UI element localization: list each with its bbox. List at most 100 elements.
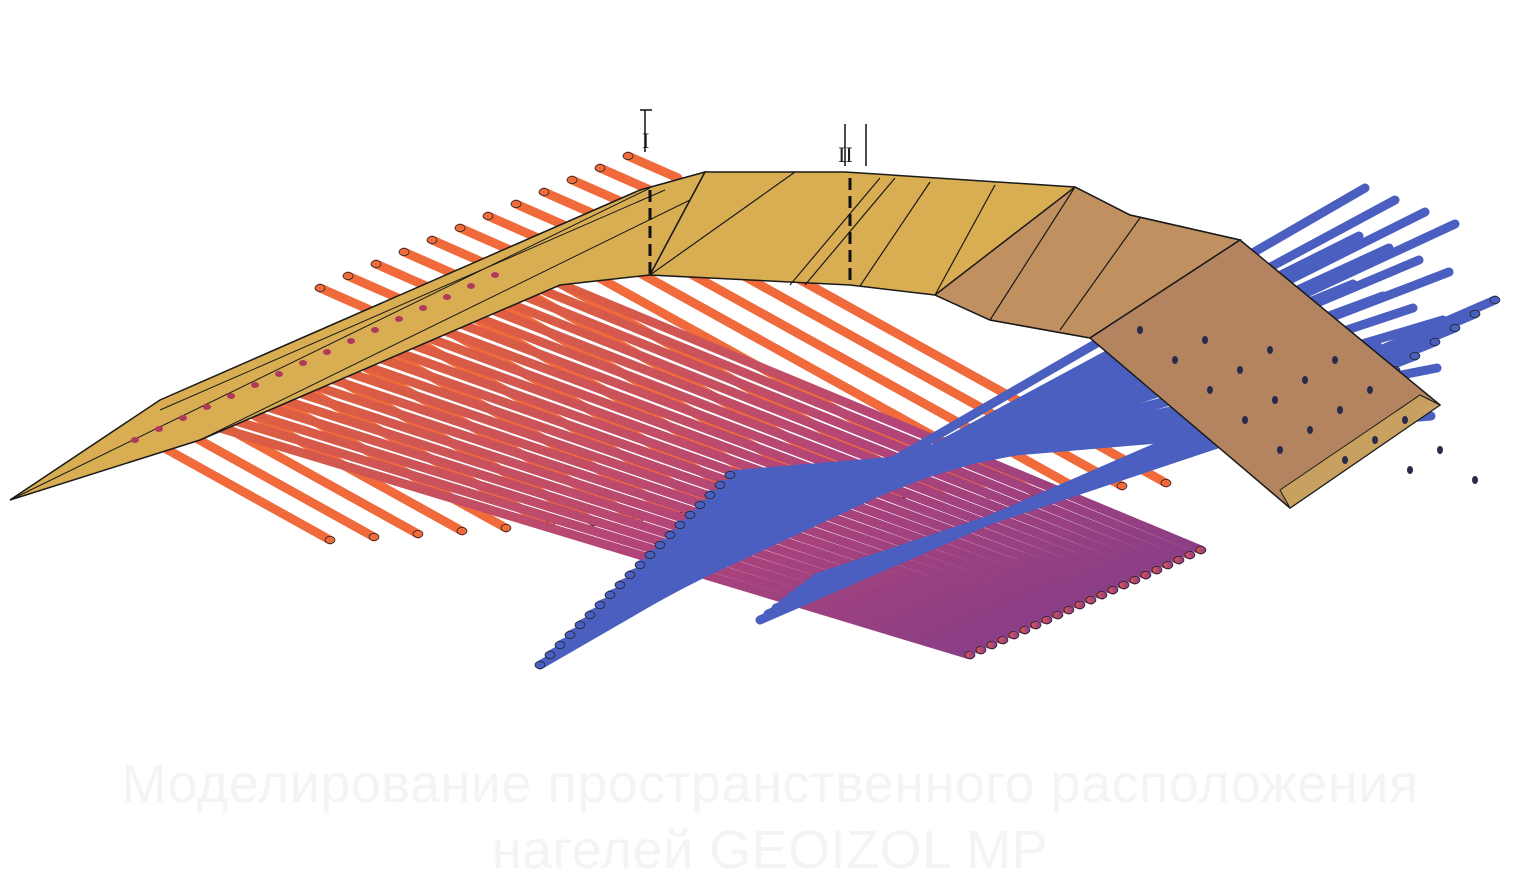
orange-stub-end xyxy=(314,283,326,292)
anchor-hole xyxy=(1202,336,1208,344)
anchor-hole xyxy=(1407,466,1413,474)
purple-rod-end xyxy=(1008,631,1020,640)
orange-rod-end xyxy=(1160,478,1172,487)
anchor-hole xyxy=(1277,446,1283,454)
anchor-hole xyxy=(203,404,211,410)
blue-rod-end xyxy=(634,561,646,570)
orange-rod-end xyxy=(412,530,424,539)
orange-stub-end xyxy=(370,259,382,268)
crest-division xyxy=(804,177,896,286)
crest-division xyxy=(859,181,931,287)
anchor-hole xyxy=(179,415,187,421)
orange-stub xyxy=(567,175,627,207)
purple-rod xyxy=(349,357,1074,615)
anchor-hole xyxy=(371,327,379,333)
purple-rod-end xyxy=(1195,546,1207,555)
blue-rod-end xyxy=(564,631,576,640)
orange-stub-end xyxy=(594,163,606,172)
blue-rod-lower-end xyxy=(1449,323,1461,332)
end-face-anchor-holes xyxy=(1137,326,1478,484)
blue-rod-end xyxy=(624,571,636,580)
blue-rod-end xyxy=(684,510,696,519)
anchor-hole xyxy=(1342,456,1348,464)
anchor-hole xyxy=(323,349,331,355)
orange-stub-end xyxy=(454,223,466,232)
purple-rod-end xyxy=(1030,621,1042,630)
blue-rod-end xyxy=(704,490,716,499)
purple-rod xyxy=(477,301,1162,575)
anchor-hole xyxy=(467,283,475,289)
anchor-hole xyxy=(1207,386,1213,394)
purple-rod-end xyxy=(1184,551,1196,560)
purple-rod-end xyxy=(997,636,1009,645)
purple-rod xyxy=(525,280,1195,560)
orange-stub xyxy=(455,223,515,255)
blue-rod-end xyxy=(614,581,626,590)
purple-rod-end xyxy=(1129,576,1141,585)
purple-rod-end xyxy=(964,651,976,660)
orange-stub-end xyxy=(482,211,494,220)
anchor-hole xyxy=(491,272,499,278)
purple-rod-end xyxy=(1063,606,1075,615)
anchor-hole xyxy=(1272,396,1278,404)
purple-rod-end xyxy=(1096,591,1108,600)
anchor-hole xyxy=(1372,436,1378,444)
purple-rod xyxy=(221,413,986,655)
anchor-hole xyxy=(419,305,427,311)
orange-rod xyxy=(145,435,335,545)
orange-stub xyxy=(371,259,431,291)
purple-rod xyxy=(445,315,1140,585)
purple-rod xyxy=(317,371,1052,625)
orange-rod-end xyxy=(456,527,468,536)
anchor-hole xyxy=(1367,386,1373,394)
purple-rod-end xyxy=(986,641,998,650)
purple-rod-end xyxy=(1140,571,1152,580)
slope-anchor-holes xyxy=(131,272,499,443)
purple-rod-end xyxy=(1085,596,1097,605)
blue-rod-end xyxy=(574,621,586,630)
orange-stub xyxy=(343,271,403,303)
purple-rod xyxy=(237,406,997,650)
crest-division xyxy=(989,186,1076,321)
blue-rod-lower-end xyxy=(1489,295,1501,304)
purple-rod xyxy=(541,273,1206,555)
end-face-base xyxy=(1279,394,1441,509)
orange-stub-end xyxy=(342,271,354,280)
blue-rod-end xyxy=(674,521,686,530)
anchor-hole xyxy=(1472,476,1478,484)
purple-rod xyxy=(461,308,1151,580)
blue-rod-end xyxy=(604,591,616,600)
anchor-hole xyxy=(275,371,283,377)
purple-rod xyxy=(397,336,1107,600)
blue-rod-end xyxy=(644,551,656,560)
blue-rod-end xyxy=(664,531,676,540)
crest-division xyxy=(934,184,996,296)
purple-rod xyxy=(301,378,1041,630)
anchor-hole xyxy=(1337,406,1343,414)
purple-rod-end xyxy=(1052,611,1064,620)
purple-rod xyxy=(205,420,975,660)
blue-rod-end xyxy=(584,611,596,620)
orange-rod-end xyxy=(1116,481,1128,490)
blue-rod-lower-end xyxy=(1429,337,1441,346)
anchor-hole xyxy=(251,382,259,388)
orange-rod xyxy=(171,422,379,542)
orange-stub-end xyxy=(566,175,578,184)
crest-division xyxy=(649,171,796,276)
purple-rod xyxy=(413,329,1118,595)
purple-rod-end xyxy=(1151,566,1163,575)
anchor-hole xyxy=(1307,426,1313,434)
anchor-hole xyxy=(395,316,403,322)
orange-stub xyxy=(595,163,655,195)
section-mark-ii: II xyxy=(838,124,867,285)
anchor-hole xyxy=(1437,446,1443,454)
purple-rod xyxy=(509,287,1184,565)
anchor-hole xyxy=(1302,376,1308,384)
blue-rod-end xyxy=(594,601,606,610)
blue-rod-end xyxy=(534,661,546,670)
orange-stub-end xyxy=(510,199,522,208)
anchor-hole xyxy=(155,426,163,432)
anchor-hole xyxy=(299,360,307,366)
orange-stub xyxy=(427,235,487,267)
